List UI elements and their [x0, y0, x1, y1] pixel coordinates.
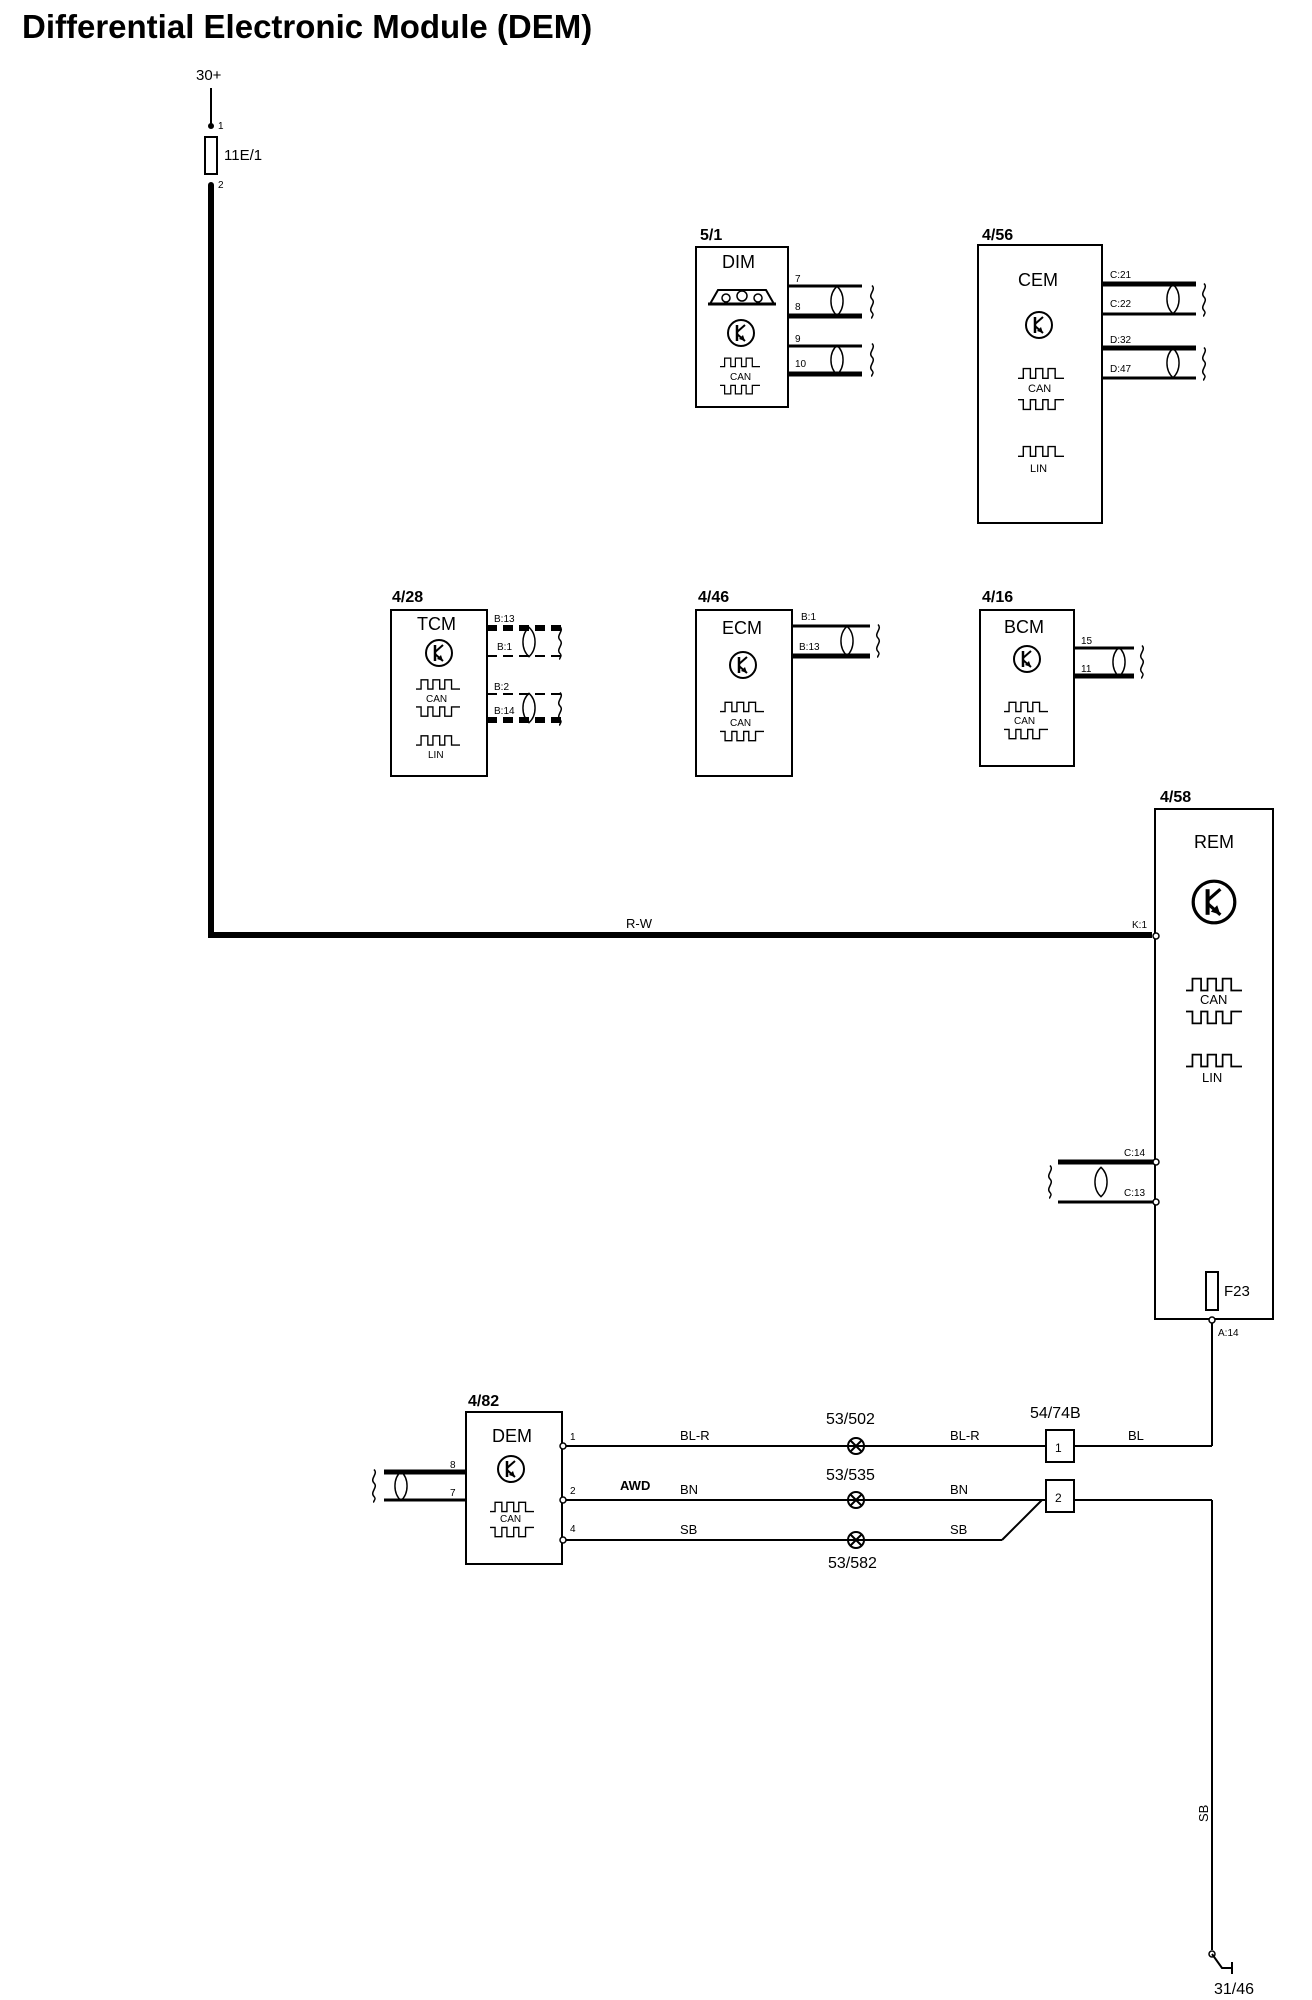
- ecm-name: ECM: [722, 618, 762, 638]
- tcm-ref: 4/28: [392, 589, 423, 606]
- cem-name: CEM: [1018, 270, 1058, 290]
- splice-53-535: 53/535: [826, 1467, 875, 1484]
- dem-ref: 4/82: [468, 1393, 499, 1410]
- dem-pin-8: 8: [450, 1460, 456, 1471]
- cem-can-label: CAN: [1028, 383, 1051, 395]
- supply-label: 30+: [196, 67, 222, 84]
- bcm-pin-11: 11: [1081, 664, 1092, 675]
- dem-can-label: CAN: [500, 1514, 521, 1525]
- rem-pin-k1: K:1: [1132, 920, 1147, 931]
- dem-pin-2: 2: [570, 1486, 576, 1497]
- bcm-name: BCM: [1004, 617, 1044, 637]
- rem-can-label: CAN: [1200, 992, 1227, 1007]
- wire3-left-label: SB: [680, 1522, 697, 1537]
- connector-ref: 54/74B: [1030, 1405, 1081, 1422]
- dem-pin-4: 4: [570, 1524, 576, 1535]
- wire-rw-label: R-W: [626, 916, 653, 931]
- splice-53-582: 53/582: [828, 1555, 877, 1572]
- rem-pin-a14: A:14: [1218, 1328, 1239, 1339]
- module-tcm: 4/28 TCM CAN LIN B:13 B:1 B:2 B:14: [390, 589, 563, 777]
- wire1-left-label: BL-R: [680, 1428, 710, 1443]
- ground-label: 31/46: [1214, 1981, 1254, 1998]
- ecm-pin-b1: B:1: [801, 612, 816, 623]
- dim-can-label: CAN: [730, 372, 751, 383]
- dim-pin-7: 7: [795, 274, 801, 285]
- splice-icon: [847, 1531, 865, 1549]
- splice-icon: [847, 1437, 865, 1455]
- tcm-pin-b14: B:14: [494, 706, 515, 717]
- dim-display-icon: [708, 289, 776, 306]
- supply-circuit: 30+ 1 11E/1 2 R-W: [196, 67, 1152, 938]
- cem-ref: 4/56: [982, 227, 1013, 244]
- wire-bl-label: BL: [1128, 1428, 1144, 1443]
- fuse-pin-in: 1: [218, 121, 224, 132]
- tcm-lin-label: LIN: [428, 750, 444, 761]
- fuse-f23: [1205, 1271, 1219, 1311]
- dim-pin-10: 10: [795, 359, 807, 370]
- splice-53-502: 53/502: [826, 1411, 875, 1428]
- dim-pin-8: 8: [795, 302, 801, 313]
- wire-sb-vertical-label: SB: [1196, 1805, 1211, 1822]
- rem-pin-c14: C:14: [1124, 1148, 1146, 1159]
- cem-pin-d47: D:47: [1110, 364, 1132, 375]
- cem-pin-d32: D:32: [1110, 335, 1132, 346]
- rem-ref: 4/58: [1160, 789, 1191, 806]
- ecm-can-label: CAN: [730, 718, 751, 729]
- dem-name: DEM: [492, 1426, 532, 1446]
- tcm-pin-b1: B:1: [497, 642, 512, 653]
- ecm-pin-b13: B:13: [799, 642, 820, 653]
- module-rem: 4/58 REM CAN LIN K:1 C:14 C:13 F23 A:14: [1047, 789, 1274, 1339]
- awd-label: AWD: [620, 1478, 650, 1493]
- tcm-pin-b13: B:13: [494, 614, 515, 625]
- dem-pin-7: 7: [450, 1488, 456, 1499]
- module-ecm: 4/46 ECM CAN B:1 B:13: [695, 589, 881, 777]
- splice-icon: [847, 1491, 865, 1509]
- tcm-can-label: CAN: [426, 694, 447, 705]
- dim-name: DIM: [722, 252, 755, 272]
- wire2-right-label: BN: [950, 1482, 968, 1497]
- tcm-pin-b2: B:2: [494, 682, 509, 693]
- module-cem: 4/56 CEM CAN LIN C:21 C:22 D:32 D:47: [977, 227, 1207, 524]
- rem-name: REM: [1194, 832, 1234, 852]
- connector-pin-1: 1: [1055, 1441, 1062, 1455]
- fuse-11e1: [204, 136, 218, 175]
- ground-symbol: 31/46: [1208, 1950, 1254, 1998]
- rem-lin-label: LIN: [1202, 1070, 1222, 1085]
- diagram-title: Differential Electronic Module (DEM): [22, 8, 592, 45]
- tcm-name: TCM: [417, 614, 456, 634]
- dem-output-wiring: AWD BL-R BL-R BN BN SB SB 53/502 53/535 …: [566, 1323, 1213, 1950]
- dim-ref: 5/1: [700, 227, 722, 244]
- module-dem: 4/82 DEM CAN 8 7 1 2 4: [371, 1393, 576, 1565]
- rem-fuse-label: F23: [1224, 1283, 1250, 1300]
- cem-pin-c22: C:22: [1110, 299, 1132, 310]
- connector-pin-2: 2: [1055, 1491, 1062, 1505]
- wire3-right-label: SB: [950, 1522, 967, 1537]
- ecm-ref: 4/46: [698, 589, 729, 606]
- module-dim: 5/1 DIM CAN 7 8 9 10: [695, 227, 875, 408]
- wire1-right-label: BL-R: [950, 1428, 980, 1443]
- dim-pin-9: 9: [795, 334, 801, 345]
- cem-lin-label: LIN: [1030, 463, 1047, 475]
- bcm-pin-15: 15: [1081, 636, 1093, 647]
- dem-pin-1: 1: [570, 1432, 576, 1443]
- cem-pin-c21: C:21: [1110, 270, 1132, 281]
- module-bcm: 4/16 BCM CAN 15 11: [979, 589, 1145, 767]
- rem-pin-c13: C:13: [1124, 1188, 1146, 1199]
- connector-pin-box-1: [1045, 1429, 1075, 1463]
- bcm-can-label: CAN: [1014, 716, 1035, 727]
- bcm-ref: 4/16: [982, 589, 1013, 606]
- fuse-label: 11E/1: [224, 147, 262, 164]
- wire2-left-label: BN: [680, 1482, 698, 1497]
- connector-pin-box-2: [1045, 1479, 1075, 1513]
- fuse-pin-out: 2: [218, 180, 224, 191]
